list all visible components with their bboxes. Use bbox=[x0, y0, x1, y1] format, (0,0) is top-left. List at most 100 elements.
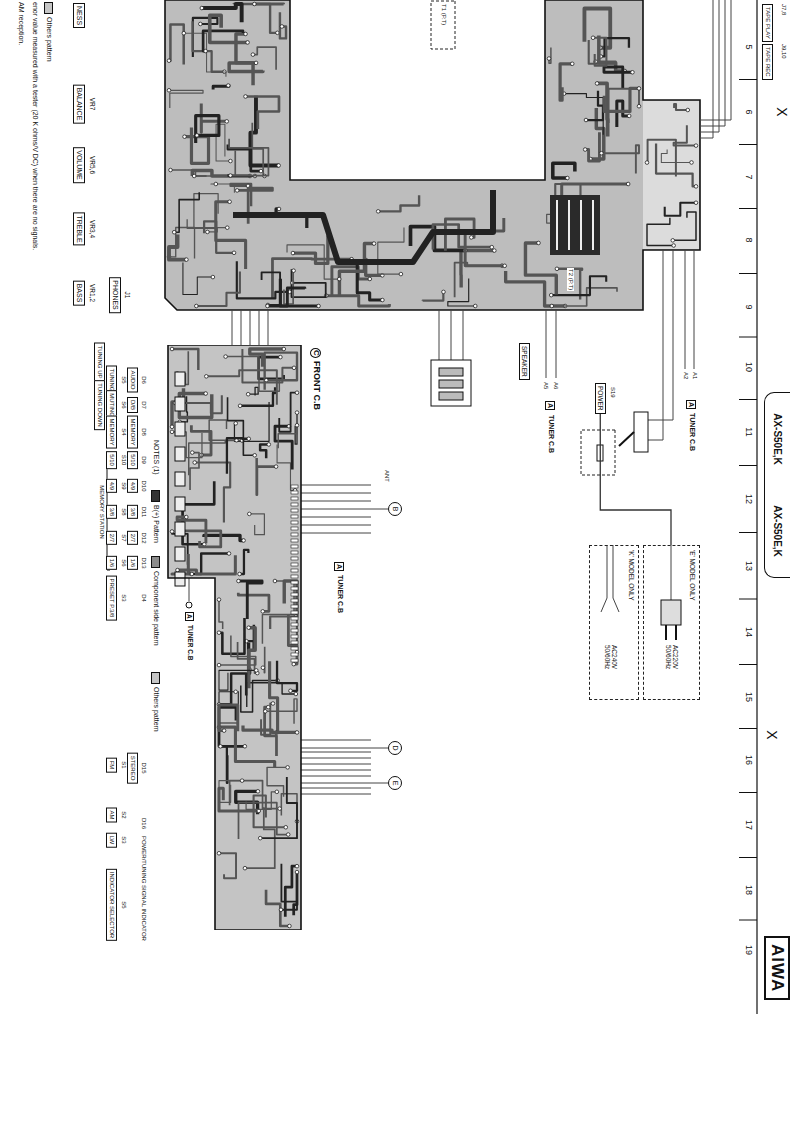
grid-tick bbox=[739, 144, 757, 145]
wire bbox=[301, 783, 388, 784]
pcb-trace bbox=[219, 600, 223, 629]
connector-pad bbox=[291, 533, 298, 536]
solder-pad bbox=[251, 53, 255, 57]
connector-pad bbox=[291, 629, 298, 632]
solder-pad bbox=[170, 430, 174, 434]
terminal-clip bbox=[439, 368, 463, 376]
connector-pad bbox=[291, 545, 298, 548]
control-box: VOLUME bbox=[73, 147, 85, 183]
pcb-trace bbox=[204, 535, 244, 540]
wire bbox=[232, 310, 233, 345]
pcb-trace bbox=[171, 151, 236, 176]
pcb-trace bbox=[229, 139, 268, 176]
pin-name: A2 bbox=[682, 372, 689, 379]
solder-pad bbox=[294, 692, 298, 696]
part-ref: VR3,4 bbox=[89, 220, 96, 238]
solder-pad bbox=[227, 552, 231, 556]
connector-pad bbox=[291, 593, 298, 596]
solder-pad bbox=[337, 277, 341, 281]
node-text: BALANCE bbox=[75, 88, 83, 121]
pcb-trace bbox=[292, 269, 326, 297]
legend-item: Component side pattern bbox=[151, 556, 160, 646]
led-ref: D13 bbox=[140, 557, 147, 568]
switch-lever bbox=[619, 432, 634, 446]
pcb-trace bbox=[262, 272, 280, 305]
connector-pad bbox=[291, 539, 298, 542]
note-text: AM reception. bbox=[17, 2, 25, 45]
button-label: 1/6 bbox=[106, 556, 117, 570]
part-ref: VR5,6 bbox=[89, 156, 96, 174]
toggle-switch bbox=[634, 412, 648, 452]
solder-pad bbox=[167, 59, 171, 63]
connector-letter: B bbox=[391, 507, 399, 512]
pcb-trace bbox=[240, 387, 275, 406]
legend-swatch bbox=[151, 556, 160, 568]
pcb-trace bbox=[586, 91, 603, 120]
solder-pad bbox=[254, 61, 258, 65]
pcb-trace bbox=[277, 661, 297, 691]
wire bbox=[250, 310, 251, 345]
solder-pad bbox=[271, 702, 275, 706]
pcb-trace bbox=[229, 63, 263, 71]
pcb-trace bbox=[250, 349, 284, 367]
legend-text: B(+) Pattern bbox=[153, 505, 160, 543]
solder-pad bbox=[686, 108, 690, 112]
wire bbox=[700, 0, 713, 138]
grid-number: 14 bbox=[743, 627, 753, 637]
solder-pad bbox=[399, 272, 403, 276]
wire bbox=[301, 517, 371, 518]
b-plus-trace bbox=[233, 190, 493, 262]
push-switch bbox=[175, 522, 185, 536]
transformer-lamination bbox=[556, 200, 558, 250]
button-label: FM bbox=[106, 758, 117, 773]
node-text: 4/9 bbox=[129, 482, 136, 490]
grid-number: 18 bbox=[743, 885, 753, 895]
model-variant-box: 'E' MODEL ONLYAC220V 50/60Hz bbox=[643, 545, 700, 700]
wire bbox=[301, 740, 371, 741]
signal-name: ANT bbox=[383, 470, 390, 482]
solder-pad bbox=[286, 833, 290, 837]
legend-text: Others pattern bbox=[46, 17, 53, 62]
solder-pad bbox=[206, 230, 210, 234]
solder-pad bbox=[256, 790, 260, 794]
solder-pad bbox=[631, 70, 635, 74]
connector-pad bbox=[291, 599, 298, 602]
pcb-trace bbox=[260, 444, 269, 458]
pcb-trace bbox=[175, 395, 222, 413]
pcb-trace bbox=[252, 123, 264, 176]
solder-pad bbox=[266, 705, 270, 709]
grid-number: 12 bbox=[743, 494, 753, 504]
pcb-trace bbox=[552, 288, 617, 306]
pcb-trace bbox=[219, 670, 256, 690]
board-marker: A bbox=[185, 612, 194, 621]
node-text: 1/6 bbox=[108, 559, 115, 567]
button-label: AM bbox=[106, 808, 117, 823]
front-board-outline bbox=[168, 345, 301, 930]
wire bbox=[301, 776, 371, 777]
wire bbox=[556, 310, 557, 378]
wire bbox=[685, 250, 686, 369]
pcb-trace bbox=[210, 15, 248, 42]
solder-pad bbox=[295, 864, 299, 868]
board-ref: TUNER C.B bbox=[336, 574, 344, 614]
solder-pad bbox=[627, 114, 631, 118]
push-switch bbox=[175, 547, 185, 561]
pcb-trace bbox=[238, 581, 262, 619]
solder-pad bbox=[217, 598, 221, 602]
switch-box: POWER bbox=[595, 383, 606, 414]
speaker-terminal bbox=[431, 360, 471, 406]
connector-letter: E bbox=[391, 781, 399, 786]
solder-pad bbox=[292, 366, 296, 370]
solder-pad bbox=[211, 275, 215, 279]
solder-pad bbox=[288, 924, 292, 928]
solder-pad bbox=[217, 851, 221, 855]
wire bbox=[301, 748, 388, 749]
pcb-trace bbox=[339, 244, 374, 296]
solder-pad bbox=[204, 49, 208, 53]
solder-pad bbox=[185, 515, 189, 519]
node-text: MUTING bbox=[108, 393, 115, 417]
solder-pad bbox=[584, 118, 588, 122]
pcb-trace bbox=[284, 581, 297, 616]
connector-mark bbox=[389, 742, 402, 755]
solder-pad bbox=[274, 465, 278, 469]
